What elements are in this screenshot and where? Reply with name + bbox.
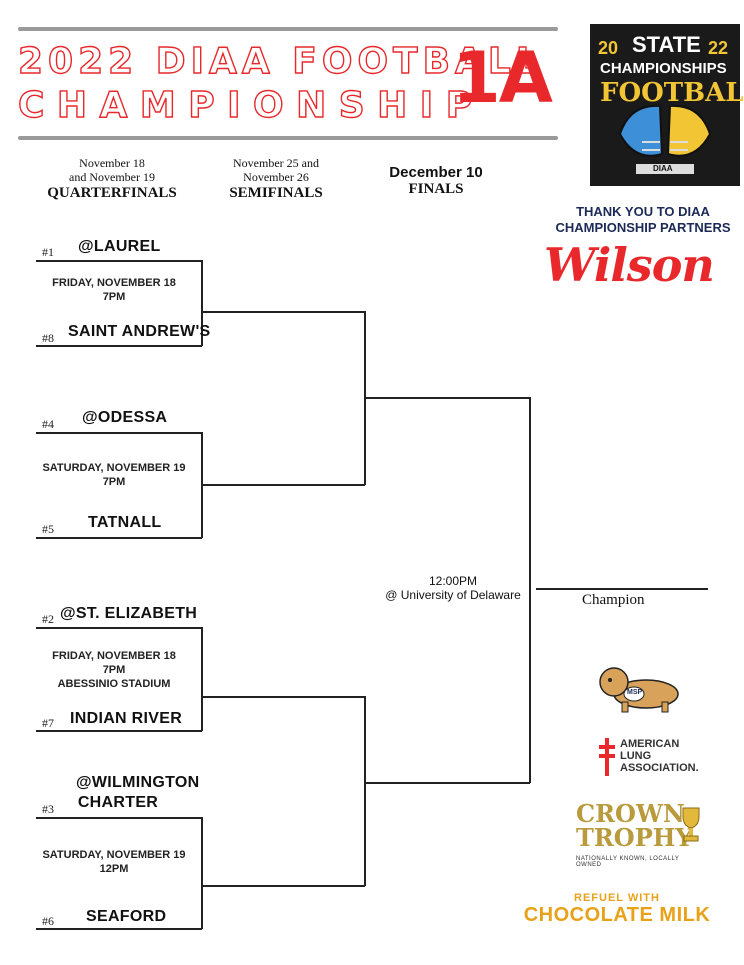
logo-line-state: STATE xyxy=(632,32,701,57)
bracket-line xyxy=(36,627,202,629)
finals-label: FINALS xyxy=(408,181,464,197)
bracket-line xyxy=(201,484,365,486)
crown-line-1: CROWN xyxy=(576,799,685,828)
final-time: 12:00PM xyxy=(428,574,478,588)
lung-line-3: ASSOCIATION. xyxy=(620,762,699,774)
quarterfinals-dates: November 18 and November 19 xyxy=(69,156,155,184)
semifinals-header: November 25 and November 26 SEMIFINALS xyxy=(196,156,356,202)
title-line-1: 2022 DIAA FOOTBALL xyxy=(17,41,544,82)
bracket-line xyxy=(364,782,530,784)
seed-label: #6 xyxy=(42,914,54,928)
logo-year-right: 22 xyxy=(708,38,729,58)
quarterfinals-label: QUARTERFINALS xyxy=(47,185,177,201)
bracket-line xyxy=(36,432,202,434)
bracket-line xyxy=(201,627,203,731)
bracket-line xyxy=(36,537,202,539)
final-game-info: 12:00PM @ University of Delaware xyxy=(378,574,528,602)
bracket-line xyxy=(201,885,365,887)
quarterfinals-header: November 18 and November 19 QUARTERFINAL… xyxy=(32,156,192,202)
bracket-line xyxy=(201,696,365,698)
double-cross-icon xyxy=(599,738,615,776)
team-name: @ODESSA xyxy=(82,409,168,426)
seed-label: #8 xyxy=(42,331,54,345)
crown-tagline: NATIONALLY KNOWN, LOCALLY OWNED xyxy=(576,856,680,868)
team-name: SEAFORD xyxy=(86,908,167,925)
wilson-logo: Wilson xyxy=(544,238,715,292)
trophy-icon xyxy=(682,807,700,842)
champion-label: Champion xyxy=(582,592,645,608)
logo-org: DIAA xyxy=(653,164,673,173)
logo-line-championships: CHAMPIONSHIPS xyxy=(600,60,727,77)
football-helmets-icon xyxy=(590,24,740,186)
team-name: @ST. ELIZABETH xyxy=(60,605,198,622)
bulldog-logo: MSP xyxy=(596,662,686,714)
game-info: SATURDAY, NOVEMBER 19 12PM xyxy=(42,849,186,875)
bracket-line xyxy=(36,345,202,347)
seed-label: #2 xyxy=(42,612,54,626)
team-name: SAINT ANDREW'S xyxy=(68,323,211,340)
logo-year-left: 20 xyxy=(598,38,619,58)
bracket-line xyxy=(36,817,202,819)
bracket-line xyxy=(201,311,365,313)
bracket-line xyxy=(36,928,202,930)
bracket-line xyxy=(201,260,203,346)
lung-text: AMERICAN LUNG ASSOCIATION. xyxy=(620,738,699,774)
seed-label: #5 xyxy=(42,522,54,536)
crown-trophy-logo: CROWN TROPHY NATIONALLY KNOWN, LOCALLY O… xyxy=(576,802,706,868)
choco-line-1: REFUEL WITH xyxy=(574,892,660,904)
game-info: FRIDAY, NOVEMBER 18 7PM xyxy=(52,277,176,303)
bulldog-icon xyxy=(599,667,679,713)
bracket-line xyxy=(364,397,530,399)
game-info: FRIDAY, NOVEMBER 18 7PM ABESSINIO STADIU… xyxy=(52,650,176,690)
game-info: SATURDAY, NOVEMBER 19 7PM xyxy=(42,462,186,488)
team-name: @LAUREL xyxy=(78,238,161,255)
final-venue: @ University of Delaware xyxy=(385,588,521,602)
seed-label: #1 xyxy=(42,245,54,259)
lung-line-2: LUNG xyxy=(620,750,652,762)
semifinals-dates: November 25 and November 26 xyxy=(233,156,319,184)
bracket-line xyxy=(201,817,203,929)
bracket-line xyxy=(364,696,366,886)
seed-label: #3 xyxy=(42,802,54,816)
bracket-line xyxy=(529,397,531,783)
semifinals-label: SEMIFINALS xyxy=(229,185,323,201)
team-name: @WILMINGTON CHARTER xyxy=(76,774,200,811)
logo-line-football: FOOTBALL xyxy=(600,78,744,108)
bulldog-badge-text: MSP xyxy=(627,689,643,696)
sponsor-thanks: THANK YOU TO DIAA CHAMPIONSHIP PARTNERS xyxy=(555,204,731,235)
team-name: TATNALL xyxy=(88,514,162,531)
champion-line xyxy=(536,588,708,590)
finals-header: December 10 FINALS xyxy=(364,164,508,198)
division-label: 1A xyxy=(452,37,553,119)
title-line-2: CHAMPIONSHIP xyxy=(17,85,485,126)
chocolate-milk-logo: REFUEL WITH CHOCOLATE MILK xyxy=(520,892,714,927)
lung-line-1: AMERICAN xyxy=(620,738,680,750)
american-lung-logo: AMERICAN LUNG ASSOCIATION. xyxy=(598,738,728,781)
crown-line-2: TROPHY xyxy=(576,823,693,852)
seed-label: #4 xyxy=(42,417,54,431)
header-rule-bottom xyxy=(18,136,558,140)
finals-dates: December 10 xyxy=(389,164,483,181)
seed-label: #7 xyxy=(42,716,54,730)
team-name: INDIAN RIVER xyxy=(70,710,183,727)
choco-line-2: CHOCOLATE MILK xyxy=(523,904,711,926)
bracket-line xyxy=(36,730,202,732)
bracket-line xyxy=(36,260,202,262)
state-championships-logo: 20 STATE 22 CHAMPIONSHIPS FOOTBALL DIAA xyxy=(590,24,744,186)
header-rule-top xyxy=(18,27,558,31)
